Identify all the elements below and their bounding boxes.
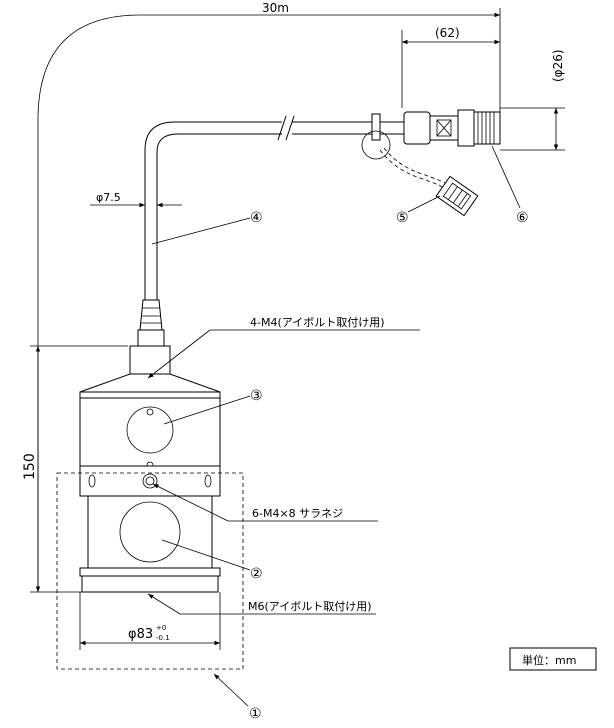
callout-5: ⑤: [396, 195, 441, 226]
body-diameter-tolerance-upper: +0: [156, 624, 166, 632]
callout-3: ③: [163, 388, 263, 425]
protective-cap-with-chain: [379, 147, 479, 217]
lower-housing: [87, 495, 213, 569]
callout-2: ②: [161, 539, 263, 582]
note-top-eyebolt: 4-M4(アイボルト取付け用): [147, 316, 420, 379]
callout-6: ⑥: [491, 145, 529, 226]
cable-diameter-dimension: φ7.5: [90, 191, 182, 208]
unit-box: 単位：mm: [509, 647, 597, 671]
body-diameter-dimension: φ83 +0 -0.1: [79, 592, 221, 650]
base-plate: [79, 567, 221, 593]
bottom-eyebolt-note: M6(アイボルト取付け用): [248, 600, 372, 613]
top-eyebolt-note: 4-M4(アイボルト取付け用): [250, 316, 385, 329]
connector-diameter-label: (φ26): [551, 49, 565, 82]
callout-1-label: ①: [249, 706, 262, 722]
unit-label: 単位：mm: [522, 653, 576, 667]
height-dimension: 150: [22, 345, 128, 593]
callout-3-label: ③: [250, 388, 263, 404]
middle-flange: [79, 465, 221, 497]
height-label: 150: [22, 453, 38, 480]
connector-diameter-dimension: (φ26): [500, 49, 565, 151]
connector-assembly: [361, 109, 501, 160]
callout-6-label: ⑥: [516, 210, 529, 226]
callout-1: ①: [213, 673, 262, 722]
cable-length-label: 30m: [262, 1, 289, 15]
upper-housing: [79, 373, 221, 469]
cable: [144, 115, 404, 300]
callout-4: ④: [151, 210, 263, 245]
body-diameter-tolerance-lower: -0.1: [156, 634, 170, 642]
set-screw-note: 6-M4×8 サラネジ: [252, 507, 343, 520]
protective-enclosure: [56, 472, 244, 670]
body-diameter-label: φ83: [128, 627, 153, 642]
note-bottom-eyebolt: M6(アイボルト取付け用): [147, 593, 376, 615]
note-set-screw: 6-M4×8 サラネジ: [152, 483, 378, 522]
cable-gland: [129, 299, 171, 387]
callout-5-label: ⑤: [396, 210, 409, 226]
cable-diameter-label: φ7.5: [96, 191, 121, 204]
callout-4-label: ④: [250, 210, 263, 226]
connector-length-dimension: (62): [401, 26, 500, 108]
cable-length-dimension: 30m: [37, 1, 501, 592]
callout-2-label: ②: [250, 566, 263, 582]
connector-length-label: (62): [435, 26, 460, 40]
